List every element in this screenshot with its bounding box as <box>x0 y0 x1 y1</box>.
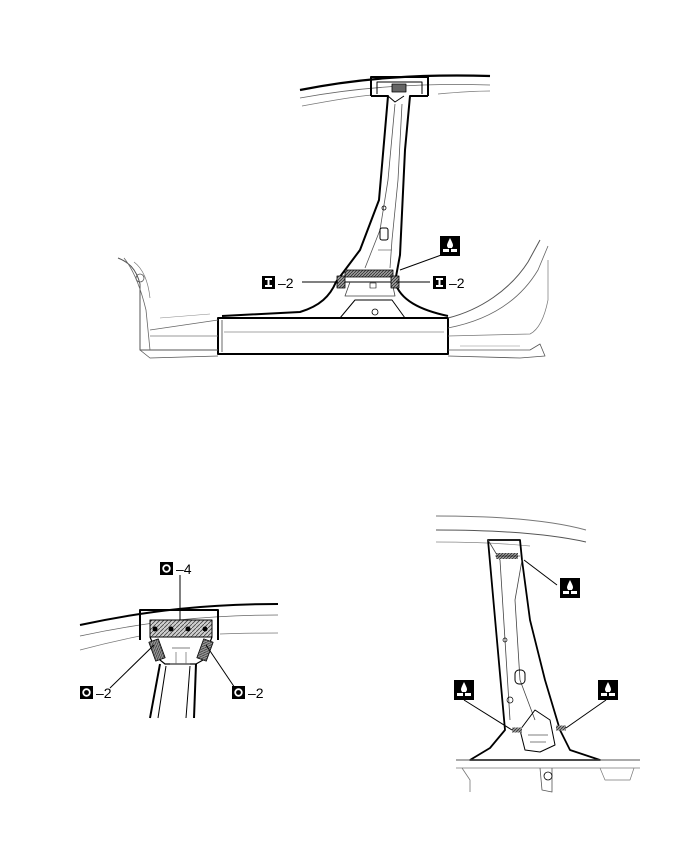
adhesive-drop-icon <box>598 680 618 700</box>
spot-weld-type-I-icon <box>433 276 446 289</box>
weld-count-label: –2 <box>96 685 112 701</box>
weld-count-label: –2 <box>278 275 294 291</box>
pillar-inner-detail <box>435 515 640 793</box>
adhesive-drop-icon <box>454 680 474 700</box>
right-leader-lines <box>463 559 607 731</box>
top-leader-lines <box>302 253 445 283</box>
roof-joint-detail <box>79 603 279 719</box>
weld-count-label: –2 <box>248 685 264 701</box>
spot-weld-type-O-icon <box>160 562 173 575</box>
side-body-view <box>117 74 549 359</box>
mid-leader-lines <box>109 575 236 689</box>
spot-weld-type-I-icon <box>262 276 275 289</box>
adhesive-drop-icon <box>560 578 580 598</box>
spot-weld-type-O-icon <box>80 686 93 699</box>
weld-count-label: –2 <box>449 275 465 291</box>
adhesive-drop-icon <box>440 236 460 256</box>
spot-weld-type-O-icon <box>232 686 245 699</box>
weld-count-label: –4 <box>176 561 192 577</box>
